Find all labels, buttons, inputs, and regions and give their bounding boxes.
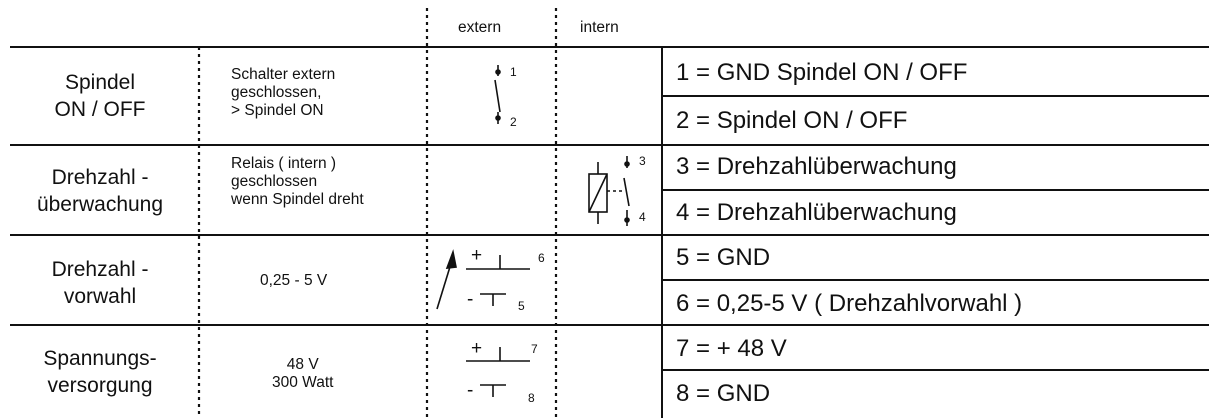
- function-label: Spindel ON / OFF: [54, 71, 146, 121]
- description-text: Schalter extern geschlossen, > Spindel O…: [231, 66, 336, 119]
- arrow-icon: [436, 249, 457, 310]
- pin-label: 7 = + 48 V: [676, 335, 787, 362]
- column-header-intern: intern: [580, 19, 619, 36]
- terminal-number: 5: [518, 299, 525, 313]
- function-label: Drehzahl - vorwahl: [51, 258, 149, 308]
- pin-label: 2 = Spindel ON / OFF: [676, 107, 908, 134]
- plus-sign: +: [471, 338, 483, 359]
- terminal-number: 4: [639, 210, 646, 224]
- description-text: 0,25 - 5 V: [260, 272, 328, 289]
- terminal-number: 7: [531, 342, 538, 356]
- relay-icon: [588, 156, 630, 226]
- power-supply-icon: [466, 347, 530, 397]
- pin-label: 1 = GND Spindel ON / OFF: [676, 59, 968, 86]
- dc-source-icon: [466, 255, 530, 306]
- minus-sign: -: [467, 380, 474, 401]
- terminal-number: 8: [528, 391, 535, 405]
- terminal-number: 1: [510, 65, 517, 79]
- pin-label: 3 = Drehzahlüberwachung: [676, 153, 957, 180]
- minus-sign: -: [467, 289, 474, 310]
- terminal-number: 6: [538, 251, 545, 265]
- column-header-extern: extern: [458, 19, 502, 36]
- terminal-number: 2: [510, 115, 517, 129]
- function-label: Spannungs- versorgung: [43, 347, 157, 397]
- pin-label: 8 = GND: [676, 380, 771, 407]
- description-text: Relais ( intern ) geschlossen wenn Spind…: [231, 155, 364, 208]
- switch-icon: [494, 65, 501, 124]
- function-label: Drehzahl - überwachung: [36, 166, 164, 216]
- pin-label: 4 = Drehzahlüberwachung: [676, 199, 957, 226]
- pin-label: 6 = 0,25-5 V ( Drehzahlvorwahl ): [676, 290, 1023, 317]
- terminal-number: 3: [639, 154, 646, 168]
- description-text: 48 V 300 Watt: [272, 356, 334, 391]
- pin-label: 5 = GND: [676, 244, 771, 271]
- plus-sign: +: [471, 245, 483, 266]
